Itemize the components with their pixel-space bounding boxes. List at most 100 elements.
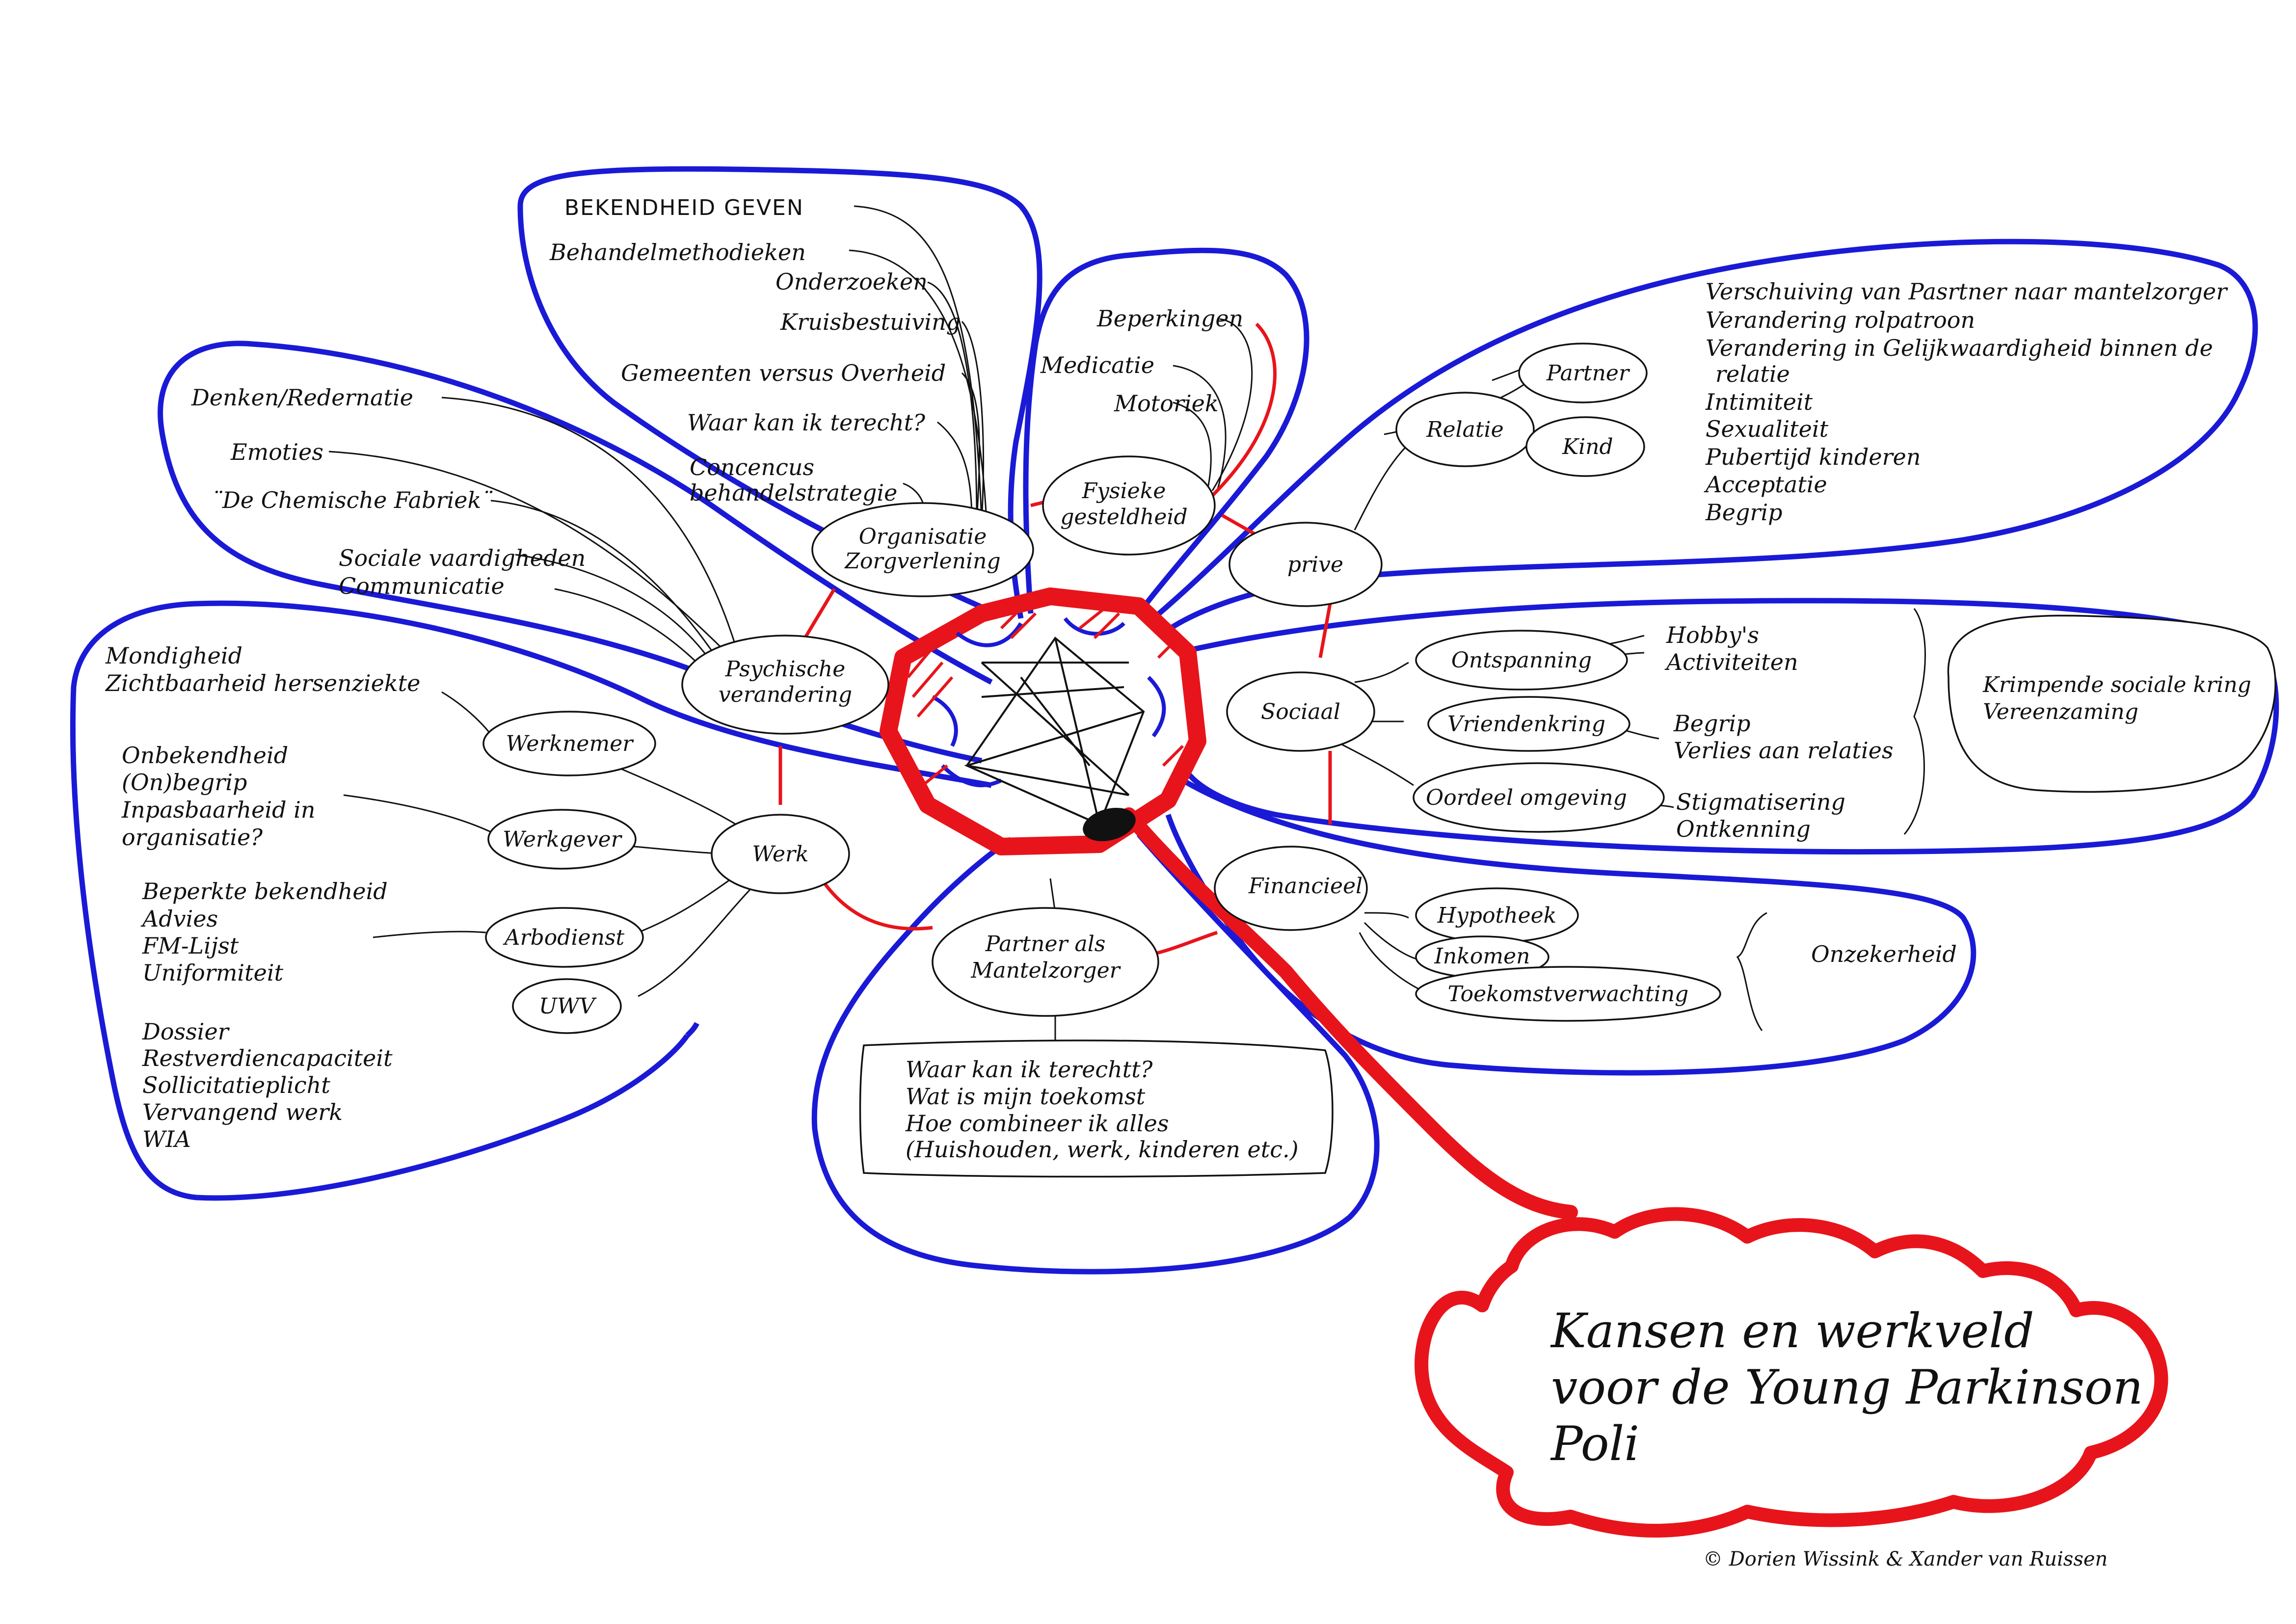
node-werkgever (487, 809, 637, 870)
prive-item-9: Begrip (1705, 499, 1783, 526)
werk-arbo-1: Beperkte bekendheid (142, 878, 388, 905)
node-partner-line-1: Partner als (985, 932, 1106, 957)
node-partner-line-2: Mantelzorger (970, 958, 1121, 983)
node-fysieke-line-1: Fysieke (1082, 479, 1166, 504)
node-oordeel-omgeving (1413, 762, 1665, 833)
title-cloud (1415, 1207, 2168, 1538)
node-uwv (512, 978, 622, 1034)
node-oordeel-label: Oordeel omgeving (1426, 785, 1627, 810)
prive-item-3: Verandering in Gelijkwaardigheid binnen … (1706, 335, 2213, 361)
node-psychische-verandering (681, 635, 889, 735)
sociaal-oordeel-1: Stigmatisering (1676, 789, 1845, 815)
org-item-3: Onderzoeken (775, 268, 928, 295)
node-financieel (1214, 846, 1368, 931)
prive-item-4: relatie (1715, 361, 1790, 387)
org-item-7: Concencus (690, 454, 814, 480)
werk-uwv-4: Vervangend werk (142, 1099, 343, 1125)
node-kind-label: Kind (1562, 434, 1613, 459)
psych-item-3: ¨De Chemische Fabriek¨ (211, 487, 493, 513)
org-item-6: Waar kan ik terecht? (687, 409, 925, 436)
node-krimpende-line-1: Krimpende sociale kring (1982, 672, 2251, 697)
psych-item-2: Emoties (230, 439, 323, 465)
sociaal-ontspanning-2: Activiteiten (1664, 649, 1798, 675)
node-sociaal-label: Sociaal (1261, 699, 1340, 724)
werk-werkgever-4: organisatie? (122, 824, 263, 851)
center-hub (880, 587, 1206, 855)
org-item-1: BEKENDHEID GEVEN (564, 195, 804, 220)
node-uwv-label: UWV (539, 994, 597, 1019)
title-line-2: voor de Young Parkinson (1551, 1360, 2143, 1415)
fysiek-item-1: Beperkingen (1096, 305, 1243, 332)
partner-item-4: (Huishouden, werk, kinderen etc.) (906, 1136, 1299, 1163)
center-blob (1083, 807, 1136, 842)
prive-item-6: Sexualiteit (1706, 416, 1829, 442)
org-item-8: behandelstrategie (690, 479, 897, 506)
org-item-4: Kruisbestuiving (780, 309, 961, 335)
center-inner-arcs (932, 617, 1166, 787)
node-partner-small-label: Partner (1546, 361, 1630, 386)
node-organisatie-line-1: Organisatie (859, 524, 987, 549)
connectors (328, 205, 1926, 1045)
prive-item-8: Acceptatie (1704, 471, 1827, 498)
node-krimpende-kring (1947, 614, 2276, 793)
node-relatie-label: Relatie (1426, 417, 1503, 442)
petals (70, 166, 2279, 1275)
petal-werk-tail (685, 1022, 699, 1038)
node-werk-label: Werk (752, 842, 808, 867)
box-partner-vragen (859, 1039, 1334, 1178)
node-toekomstverwachting (1415, 966, 1721, 1022)
node-relatie (1395, 392, 1535, 467)
financieel-item-1: Onzekerheid (1811, 941, 1957, 967)
node-toekomst-label: Toekomstverwachting (1448, 982, 1689, 1007)
werk-werkgever-3: Inpasbaarheid in (121, 797, 316, 823)
node-organisatie-line-2: Zorgverlening (844, 549, 1000, 574)
psych-item-4: Sociale vaardigheden (339, 545, 586, 571)
node-psychische-line-2: verandering (719, 682, 852, 707)
fysiek-item-3: Motoriek (1114, 390, 1219, 417)
title-line-1: Kansen en werkveld (1550, 1304, 2034, 1358)
werk-uwv-3: Sollicitatieplicht (142, 1072, 330, 1098)
psych-item-5: Communicatie (339, 573, 505, 599)
node-werkgever-label: Werkgever (503, 827, 622, 852)
node-partner-small (1518, 343, 1648, 403)
node-werk (711, 814, 850, 894)
prive-item-1: Verschuiving van Pasrtner naar mantelzor… (1706, 278, 2228, 305)
node-psychische-line-1: Psychische (725, 657, 846, 682)
partner-item-1: Waar kan ik terechtt? (906, 1056, 1153, 1083)
petal-werk (70, 600, 992, 1201)
petal-organisatie (517, 166, 1042, 619)
copyright: © Dorien Wissink & Xander van Ruissen (1703, 1548, 2108, 1571)
psych-item-1: Denken/Redernatie (191, 384, 413, 411)
sociaal-vrienden-2: Verlies aan relaties (1674, 737, 1894, 764)
sociaal-ontspanning-1: Hobby's (1666, 622, 1759, 648)
werk-arbo-2: Advies (140, 905, 218, 932)
prive-item-7: Pubertijd kinderen (1705, 444, 1921, 470)
stem (1121, 807, 1578, 1220)
node-werknemer (482, 711, 656, 776)
node-inkomen-label: Inkomen (1434, 944, 1530, 969)
werk-werknemer-2: Zichtbaarheid hersenziekte (105, 670, 421, 696)
werk-arbo-4: Uniformiteit (142, 959, 284, 986)
nodes: Organisatie Zorgverlening Fysieke gestel… (482, 343, 2276, 1178)
sociaal-vrienden-1: Begrip (1673, 710, 1751, 737)
node-werknemer-label: Werknemer (506, 731, 635, 756)
node-prive (1228, 522, 1383, 607)
node-vriendenkring-label: Vriendenkring (1447, 712, 1605, 737)
node-organisatie-zorgverlening (811, 502, 1034, 597)
node-fysieke-gesteldheid (1042, 455, 1216, 556)
node-arbodienst-label: Arbodienst (503, 925, 625, 950)
node-partner-mantelzorger (932, 907, 1159, 1017)
leaf-texts: BEKENDHEID GEVEN Behandelmethodieken Ond… (105, 195, 2228, 1571)
node-prive-label: prive (1287, 552, 1343, 577)
werk-werknemer-1: Mondigheid (105, 642, 242, 669)
partner-item-3: Hoe combineer ik alles (905, 1110, 1169, 1137)
sociaal-oordeel-2: Ontkenning (1676, 816, 1811, 842)
petal-partner (811, 832, 1380, 1275)
node-arbodienst (485, 907, 644, 968)
petal-prive (1151, 239, 2258, 636)
prive-item-2: Verandering rolpatroon (1706, 307, 1975, 333)
node-krimpende-line-2: Vereenzaming (1983, 699, 2138, 724)
werk-uwv-2: Restverdiencapaciteit (142, 1045, 393, 1071)
node-hypotheek-label: Hypotheek (1437, 903, 1557, 928)
